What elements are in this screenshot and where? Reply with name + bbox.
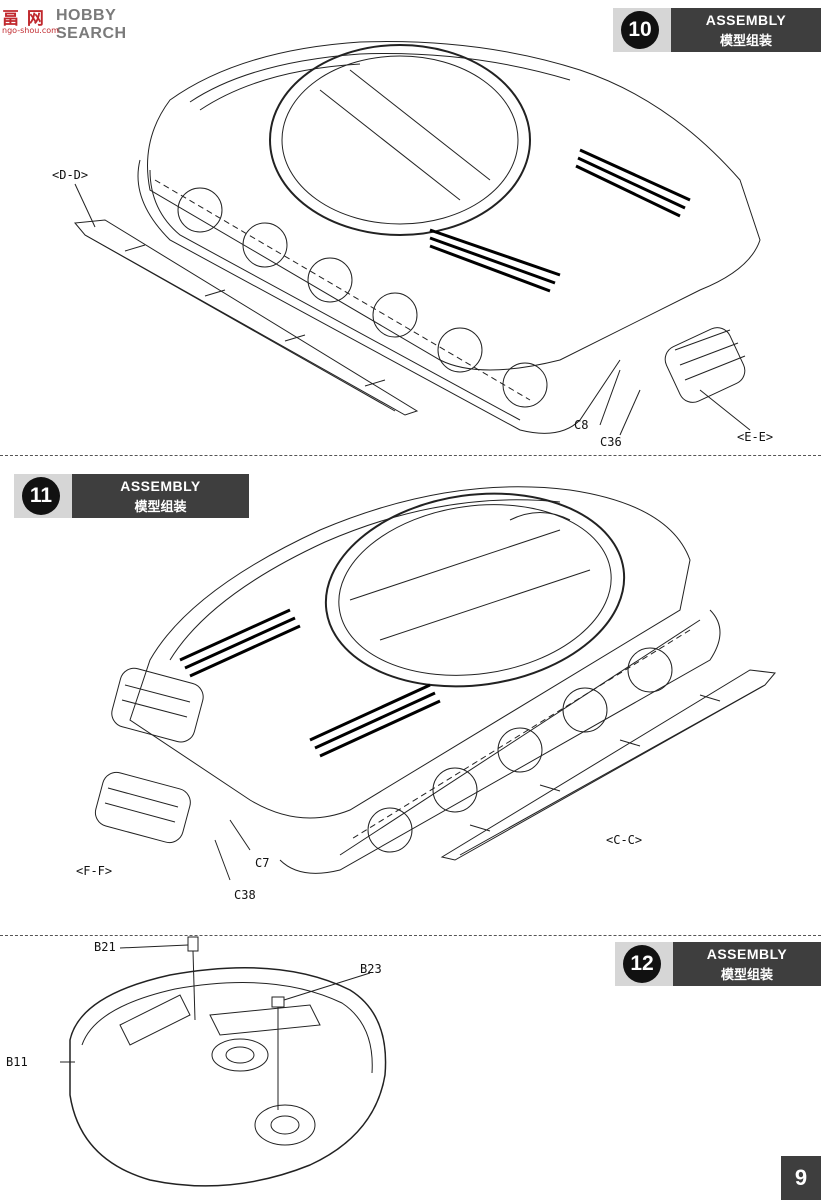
step-11-title-cn: 模型组装 <box>134 499 187 515</box>
label-b11: B11 <box>6 1055 28 1069</box>
label-b21: B21 <box>94 940 116 954</box>
step-11-header: 11 ASSEMBLY 模型组装 <box>14 474 249 518</box>
step-12-title-en: ASSEMBLY <box>706 945 788 962</box>
section-divider-2 <box>0 935 821 936</box>
watermark-logo-mark: 畐 网 <box>2 9 45 29</box>
step-11-hull-drawing <box>94 486 721 881</box>
label-c8: C8 <box>574 418 589 432</box>
step-10-side-skirt <box>74 219 419 416</box>
step-11-side-skirt <box>440 669 776 861</box>
step-10-number: 10 <box>621 11 659 49</box>
watermark-text: HOBBY SEARCH <box>56 7 127 42</box>
step-11-number: 11 <box>22 477 60 515</box>
label-c7: C7 <box>255 856 270 870</box>
step-10-badge: 10 <box>613 8 671 52</box>
watermark-url: ngo-shou.com <box>2 26 59 35</box>
step-11-title-en: ASSEMBLY <box>120 477 201 494</box>
page-number: 9 <box>781 1156 821 1200</box>
step-10-title: ASSEMBLY 模型组装 <box>671 8 821 52</box>
step-12-badge: 12 <box>615 942 673 986</box>
label-c38: C38 <box>234 888 256 902</box>
step-12-turret-drawing <box>60 936 387 1187</box>
leader-d-d <box>74 183 96 228</box>
step-12-header: 12 ASSEMBLY 模型组装 <box>615 942 821 986</box>
step-10-hull-drawing <box>137 41 761 436</box>
step-12-title: ASSEMBLY 模型组装 <box>673 942 821 986</box>
label-d-d: <D-D> <box>52 168 89 182</box>
step-11-title: ASSEMBLY 模型组装 <box>72 474 249 518</box>
label-b23: B23 <box>360 962 382 976</box>
step-12-title-cn: 模型组装 <box>720 967 773 983</box>
label-e-e: <E-E> <box>737 430 774 444</box>
step-10-title-en: ASSEMBLY <box>705 11 787 28</box>
step-10-header: 10 ASSEMBLY 模型组装 <box>613 8 821 52</box>
label-f-f: <F-F> <box>76 864 113 878</box>
section-divider-1 <box>0 455 821 456</box>
label-c-c: <C-C> <box>606 833 643 847</box>
step-12-number: 12 <box>623 945 661 983</box>
step-11-badge: 11 <box>14 474 72 518</box>
watermark-logo: 畐 网 HOBBY SEARCH ngo-shou.com <box>0 2 170 42</box>
label-c36: C36 <box>600 435 622 449</box>
step-10-title-cn: 模型组装 <box>719 33 772 49</box>
